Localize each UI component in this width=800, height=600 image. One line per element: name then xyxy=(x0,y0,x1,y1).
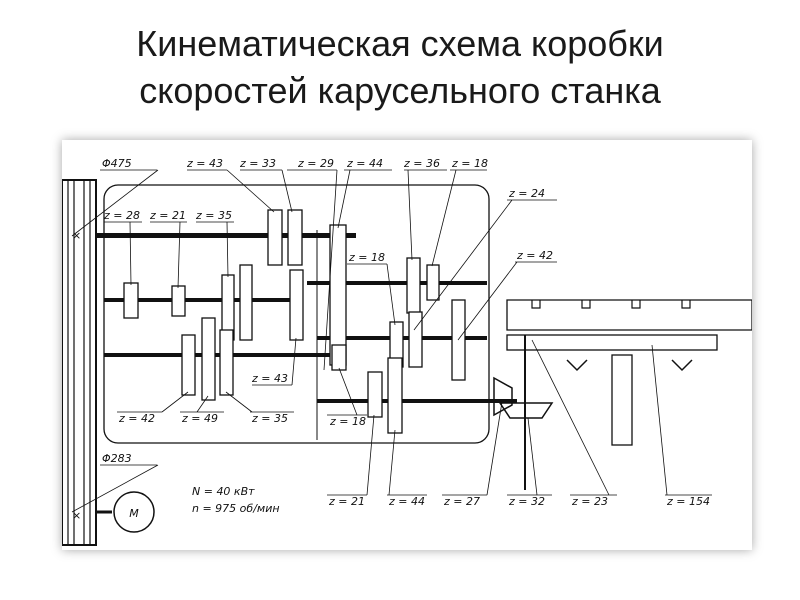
shaft-3 xyxy=(104,353,334,357)
rotary-table xyxy=(506,299,752,446)
label-z32: z = 32 xyxy=(508,495,545,508)
gear-z42 xyxy=(181,334,196,396)
label-z44-top: z = 44 xyxy=(346,157,383,170)
gear-z18-top xyxy=(426,264,440,301)
pulley-top-cross: × xyxy=(72,229,81,242)
label-z154: z = 154 xyxy=(666,495,710,508)
title-line-2: скоростей карусельного станка xyxy=(139,70,661,111)
shaft-6 xyxy=(317,399,517,403)
label-pulley-top: Φ475 xyxy=(102,157,132,170)
gear-z21-bottom xyxy=(367,371,383,418)
gear-z21-left xyxy=(171,285,186,317)
table-spindle xyxy=(611,354,633,446)
table-t-slots xyxy=(531,300,691,309)
bevel-gear-pair xyxy=(493,335,554,490)
gear-z28 xyxy=(123,282,139,319)
label-z18-bottom: z = 18 xyxy=(329,415,366,428)
shaft-4 xyxy=(307,281,487,285)
label-z27: z = 27 xyxy=(443,495,480,508)
gear-z49 xyxy=(201,317,216,401)
gear-z35-upper xyxy=(239,264,253,341)
gears xyxy=(123,209,466,434)
leader-lines xyxy=(71,169,712,513)
label-z21-bottom: z = 21 xyxy=(328,495,365,508)
label-z18-mid: z = 18 xyxy=(348,251,385,264)
gear-z18-bottom xyxy=(331,344,347,371)
label-speed: n = 975 об/мин xyxy=(192,502,280,515)
title-line-1: Кинематическая схема коробки xyxy=(136,23,664,64)
bevel-gear-z27 xyxy=(493,376,513,417)
label-z24: z = 24 xyxy=(508,187,545,200)
label-z35-bottom: z = 35 xyxy=(251,412,288,425)
belt-pulley-frame xyxy=(62,179,97,546)
gear-z44-bottom xyxy=(387,357,403,434)
label-z29: z = 29 xyxy=(297,157,334,170)
label-z28: z = 28 xyxy=(103,209,140,222)
label-z43-top: z = 43 xyxy=(186,157,223,170)
gear-z35-bottom xyxy=(219,329,234,396)
motor-icon xyxy=(113,491,155,533)
label-z21-left: z = 21 xyxy=(149,209,186,222)
label-z18-top: z = 18 xyxy=(451,157,488,170)
gear-z43-top xyxy=(267,209,283,266)
label-z42-bottom: z = 42 xyxy=(118,412,155,425)
label-pulley-bottom: Φ283 xyxy=(102,452,132,465)
gear-z33 xyxy=(287,209,303,266)
table-ring-gear xyxy=(506,334,718,351)
kinematic-diagram: × × M xyxy=(62,140,752,550)
slide-title: Кинематическая схема коробки скоростей к… xyxy=(0,20,800,114)
table-bearings xyxy=(566,359,693,372)
kinematic-diagram-svg: × × M xyxy=(62,157,752,546)
table-top xyxy=(506,299,752,331)
gearbox-housing xyxy=(103,184,490,444)
gear-z36 xyxy=(406,257,421,314)
shaft-1 xyxy=(96,233,356,238)
label-z49: z = 49 xyxy=(181,412,218,425)
label-power: N = 40 кВт xyxy=(192,485,255,498)
label-z23: z = 23 xyxy=(571,495,608,508)
pulley-bottom-cross: × xyxy=(72,509,81,522)
gear-z43-bottom xyxy=(289,269,304,341)
motor-label: M xyxy=(129,507,139,520)
shaft-2 xyxy=(104,298,294,302)
label-z36: z = 36 xyxy=(403,157,440,170)
label-z43-bottom: z = 43 xyxy=(251,372,288,385)
gear-labels: Φ475 Φ283 N = 40 кВт n = 975 об/мин z = … xyxy=(102,157,710,515)
label-z44-bottom: z = 44 xyxy=(388,495,425,508)
belt-drive: × × xyxy=(62,179,97,546)
label-z42-right: z = 42 xyxy=(516,249,553,262)
gear-z24 xyxy=(408,311,423,368)
label-z33: z = 33 xyxy=(239,157,276,170)
bevel-gear-z32 xyxy=(498,402,554,419)
label-z35-top: z = 35 xyxy=(195,209,232,222)
